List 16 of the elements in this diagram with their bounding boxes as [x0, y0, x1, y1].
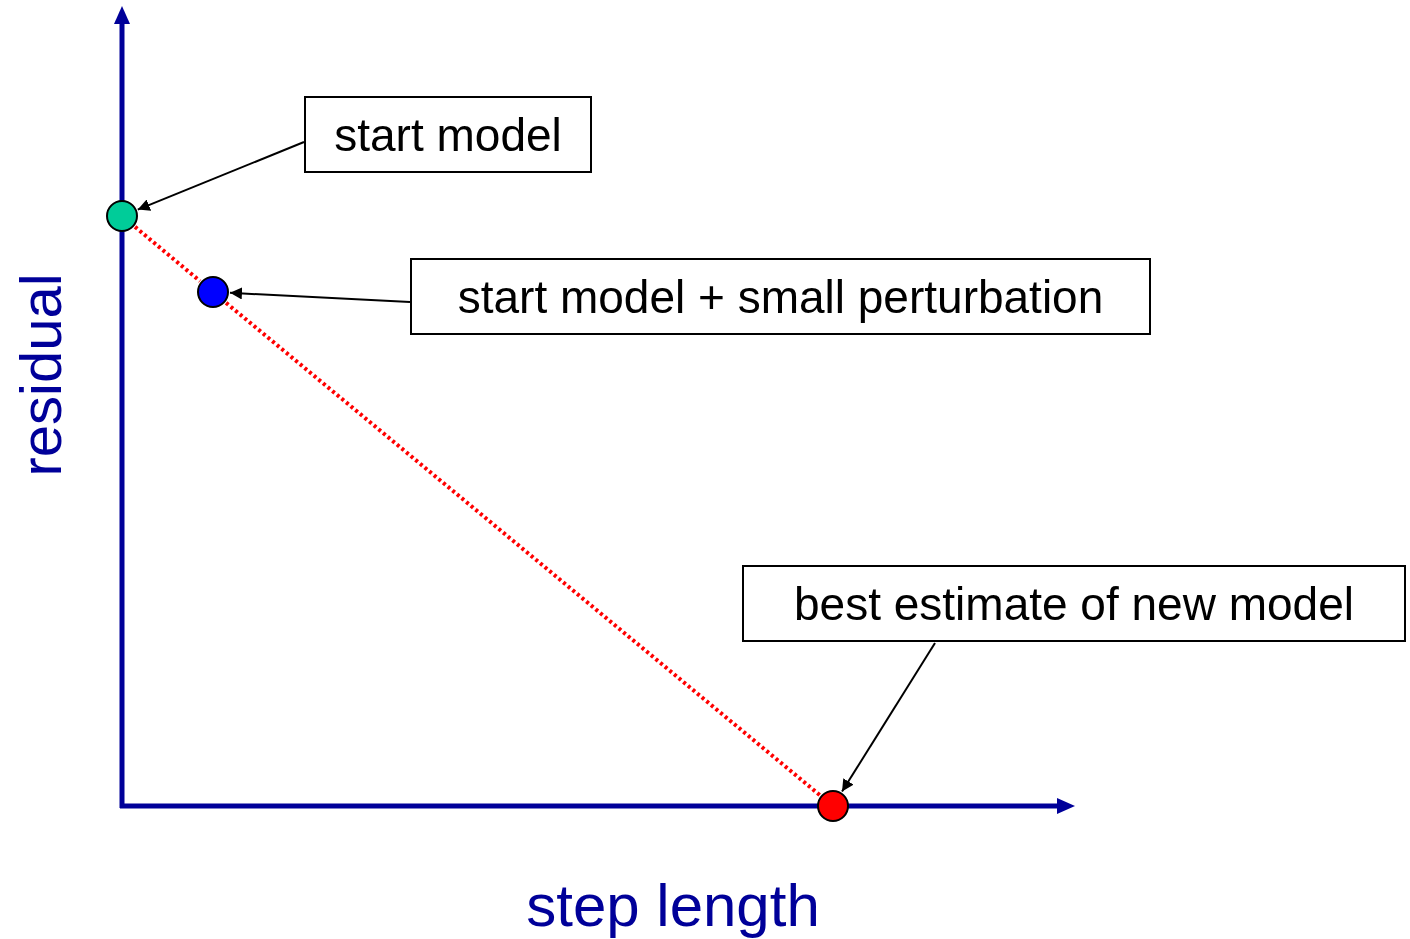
- callout-label: start model: [334, 107, 562, 162]
- data-point: [197, 276, 229, 308]
- callout-box: [742, 565, 1406, 642]
- y-axis-title: residual: [6, 273, 74, 477]
- leader-arrow: [841, 642, 936, 793]
- data-point: [106, 200, 138, 232]
- trend-line: [224, 301, 822, 797]
- data-point: [817, 790, 849, 822]
- callout-label: best estimate of new model: [794, 576, 1354, 631]
- leader-arrow: [229, 287, 411, 303]
- leader-arrow: [136, 141, 305, 211]
- callout-box: [304, 96, 592, 173]
- trend-line: [133, 225, 202, 283]
- callout-box: [410, 258, 1151, 335]
- callout-label: start model + small perturbation: [457, 269, 1104, 324]
- x-axis-title: step length: [526, 870, 820, 939]
